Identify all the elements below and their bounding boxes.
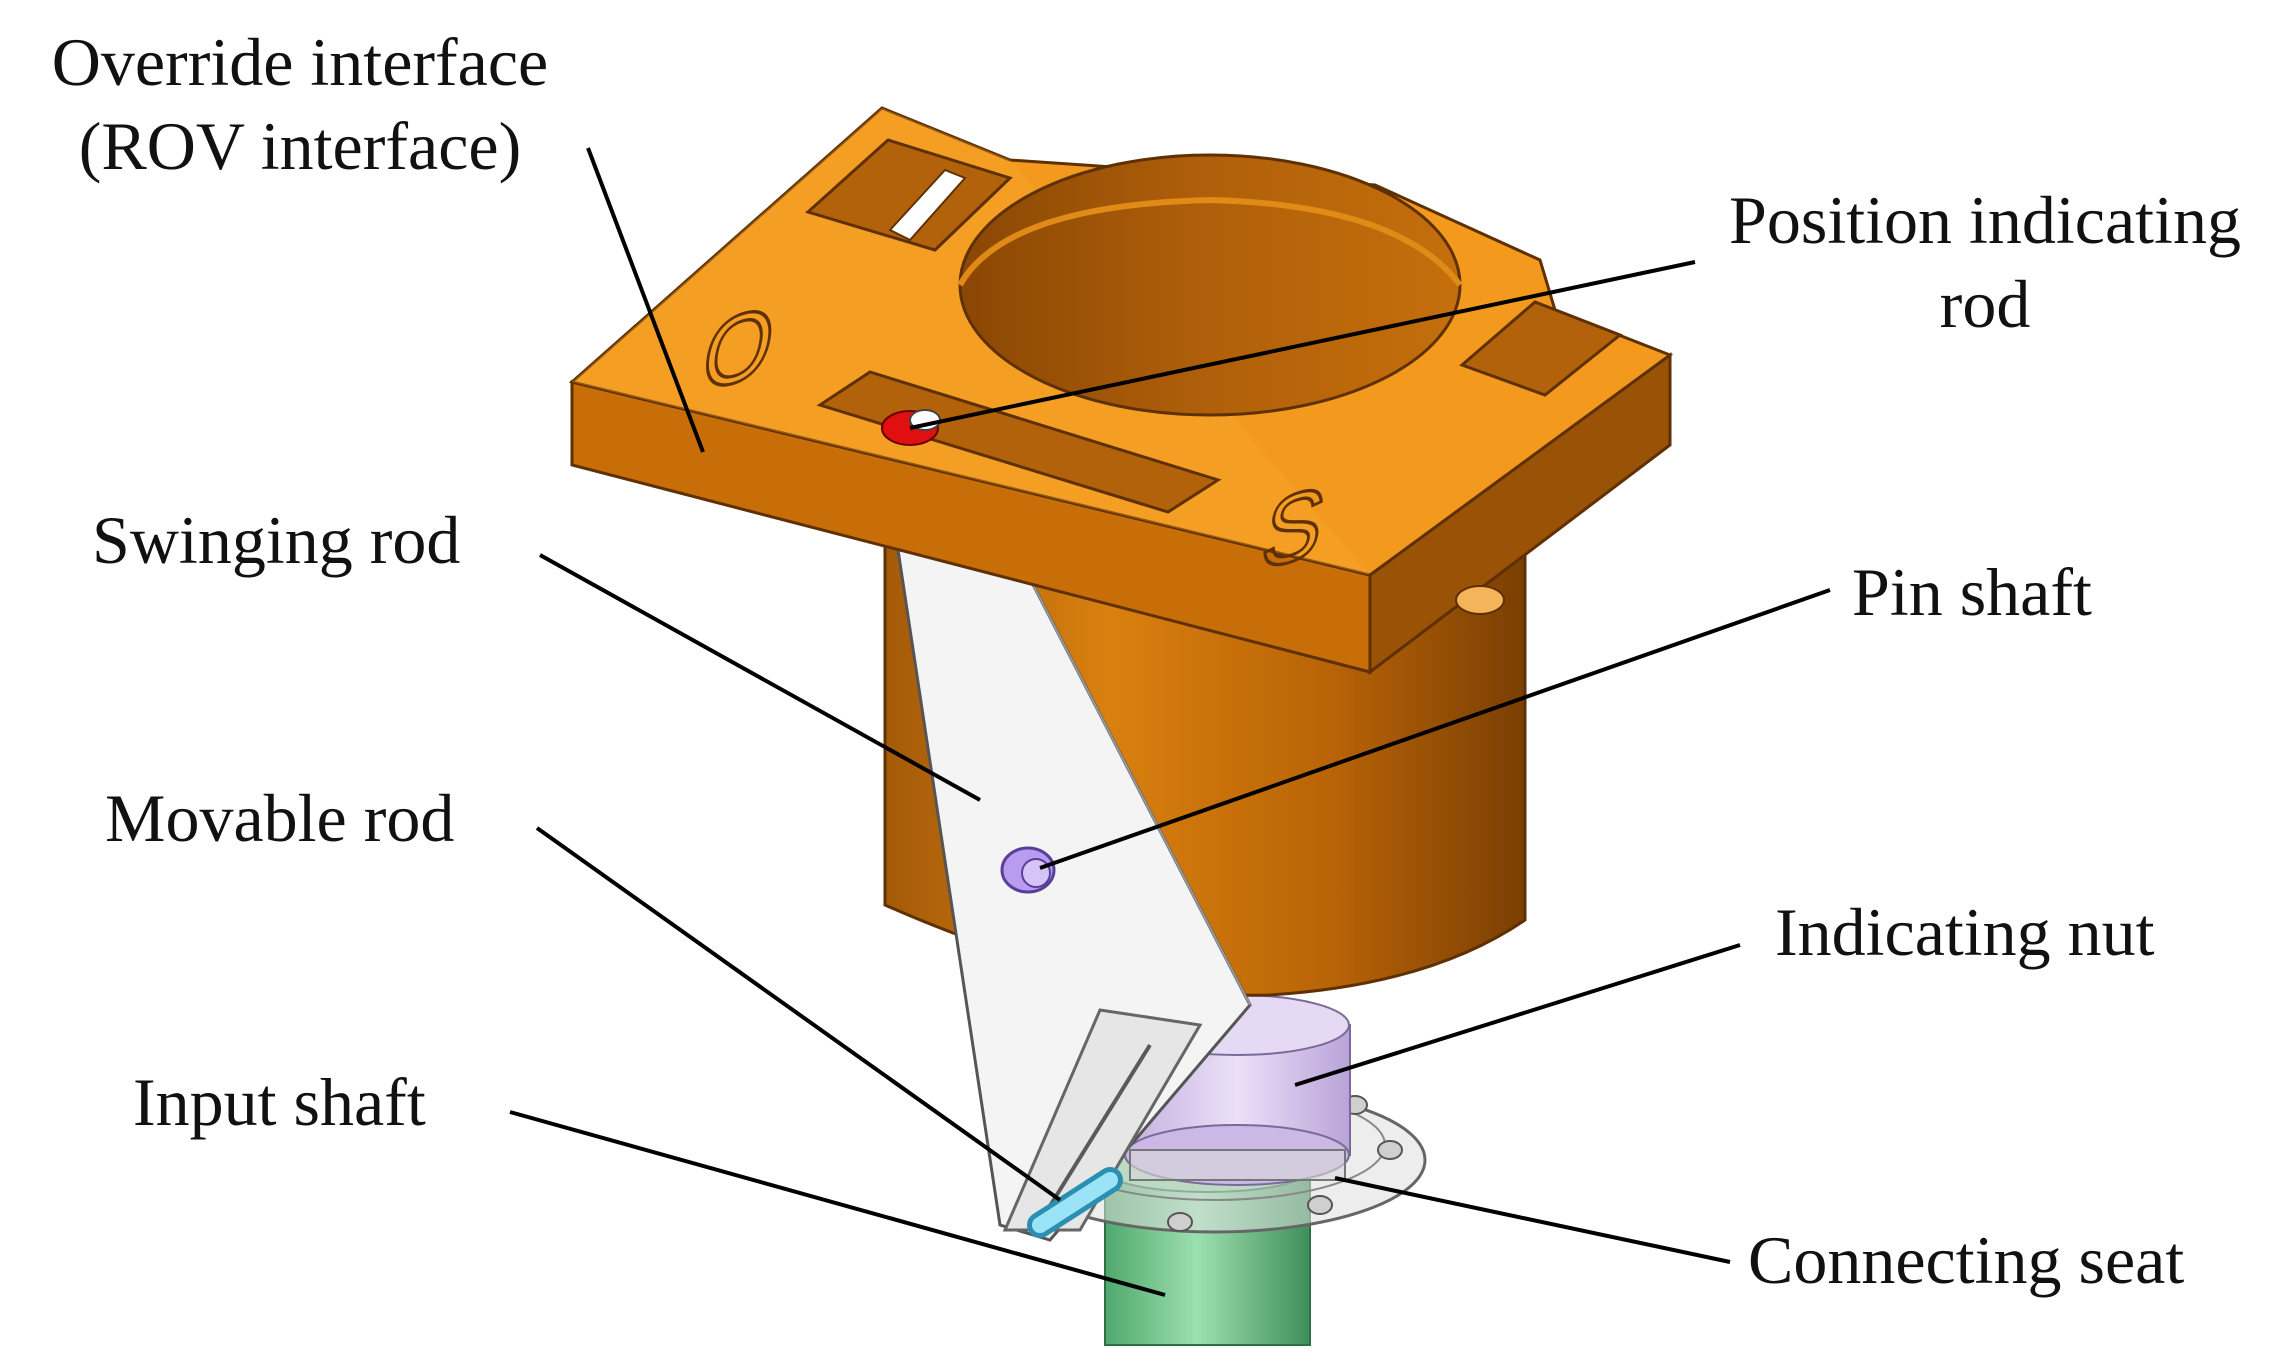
- leader-position-rod: [909, 260, 1696, 430]
- label-override-interface: Override interface (ROV interface): [20, 20, 580, 188]
- top-plate-shape: [568, 106, 1674, 676]
- label-indicating-nut: Indicating nut: [1775, 894, 2155, 970]
- label-position-indicating-rod: Position indicating rod: [1690, 178, 2280, 346]
- leader-lines: [509, 147, 1831, 1297]
- leader-indicating-nut: [1294, 943, 1741, 1087]
- pin-shaft-shape: [1000, 846, 1056, 894]
- label-position-line1: Position indicating: [1729, 182, 2241, 258]
- leader-override: [586, 147, 705, 453]
- label-connecting-seat: Connecting seat: [1748, 1222, 2185, 1298]
- leader-pin-shaft: [1039, 588, 1831, 870]
- label-input-shaft: Input shaft: [133, 1064, 426, 1140]
- movable-rod-shape: [1002, 1008, 1203, 1238]
- leader-movable-rod: [535, 826, 1062, 1202]
- label-movable-rod: Movable rod: [105, 780, 455, 856]
- label-swinging-rod: Swinging rod: [92, 502, 461, 578]
- label-pin-shaft: Pin shaft: [1852, 554, 2092, 630]
- leader-swinging-rod: [539, 553, 981, 802]
- label-position-line2: rod: [1939, 266, 2031, 342]
- leader-connecting-seat: [1334, 1176, 1731, 1264]
- leader-input-shaft: [509, 1110, 1166, 1297]
- label-override-line1: Override interface: [51, 24, 549, 100]
- label-override-line2: (ROV interface): [78, 108, 522, 184]
